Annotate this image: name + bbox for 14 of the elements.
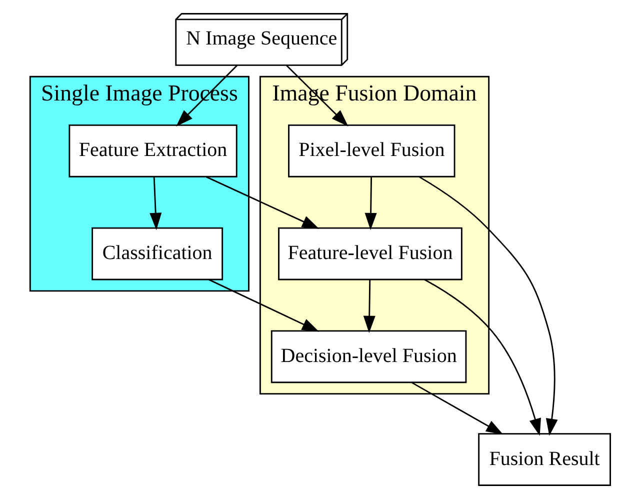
arrow xyxy=(418,176,558,436)
arrow xyxy=(208,279,320,332)
arrow xyxy=(424,279,541,436)
arrow xyxy=(363,280,376,333)
arrow xyxy=(206,176,320,229)
arrow xyxy=(150,177,162,230)
node-box: Feature Extraction xyxy=(68,124,238,178)
node-box: Pixel-level Fusion xyxy=(288,124,456,178)
node-box: Feature-level Fusion xyxy=(278,227,462,280)
node-box: Decision-level Fusion xyxy=(270,330,467,384)
arrow xyxy=(364,177,377,230)
arrow xyxy=(411,382,504,435)
node-box: Fusion Result xyxy=(478,433,611,486)
node-box: Classification xyxy=(92,227,224,280)
